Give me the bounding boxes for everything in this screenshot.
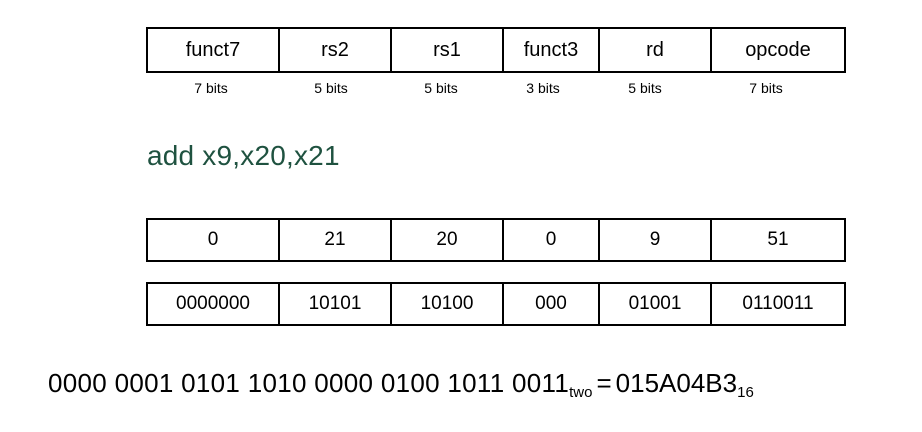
field-name-cell-rs2: rs2 (278, 27, 392, 73)
decimal-values-table: 0 21 20 0 9 51 (146, 218, 846, 262)
conversion-binary-value: 0000 0001 0101 1010 0000 0100 1011 0011 (48, 368, 570, 398)
binary-cell-rs1: 10100 (390, 282, 504, 326)
field-name-cell-opcode: opcode (710, 27, 846, 73)
decimal-cell-rs2: 21 (278, 218, 392, 262)
binary-cell-funct3: 000 (502, 282, 600, 326)
bit-width-label-rd: 5 bits (628, 80, 662, 96)
binary-cell-rs2: 10101 (278, 282, 392, 326)
bit-width-label-funct7: 7 bits (194, 80, 228, 96)
conversion-hex-subscript: 16 (737, 384, 754, 401)
conversion-hex-value: 015A04B3 (615, 368, 738, 398)
binary-cell-funct7: 0000000 (146, 282, 280, 326)
decimal-cell-rd: 9 (598, 218, 712, 262)
binary-to-hex-conversion: 0000 0001 0101 1010 0000 0100 1011 0011t… (48, 366, 754, 405)
bit-width-label-funct3: 3 bits (526, 80, 560, 96)
binary-cell-opcode: 0110011 (710, 282, 846, 326)
conversion-binary-subscript: two (569, 384, 593, 401)
decimal-cell-funct3: 0 (502, 218, 600, 262)
decimal-cell-funct7: 0 (146, 218, 280, 262)
binary-cell-rd: 01001 (598, 282, 712, 326)
conversion-equals-sign: = (596, 368, 612, 398)
decimal-cell-opcode: 51 (710, 218, 846, 262)
table-row: funct7 rs2 rs1 funct3 rd opcode (146, 27, 846, 73)
table-row: 0000000 10101 10100 000 01001 0110011 (146, 282, 846, 326)
bit-width-label-rs2: 5 bits (314, 80, 348, 96)
assembly-instruction-text: add x9,x20,x21 (147, 140, 340, 171)
bit-width-labels: 7 bits 5 bits 5 bits 3 bits 5 bits 7 bit… (146, 78, 832, 98)
decimal-cell-rs1: 20 (390, 218, 504, 262)
field-name-cell-rs1: rs1 (390, 27, 504, 73)
binary-values-table: 0000000 10101 10100 000 01001 0110011 (146, 282, 846, 326)
bit-width-label-opcode: 7 bits (749, 80, 783, 96)
bit-width-label-rs1: 5 bits (424, 80, 458, 96)
table-row: 0 21 20 0 9 51 (146, 218, 846, 262)
field-name-cell-funct7: funct7 (146, 27, 280, 73)
field-names-table: funct7 rs2 rs1 funct3 rd opcode (146, 27, 846, 73)
field-name-cell-rd: rd (598, 27, 712, 73)
field-name-cell-funct3: funct3 (502, 27, 600, 73)
